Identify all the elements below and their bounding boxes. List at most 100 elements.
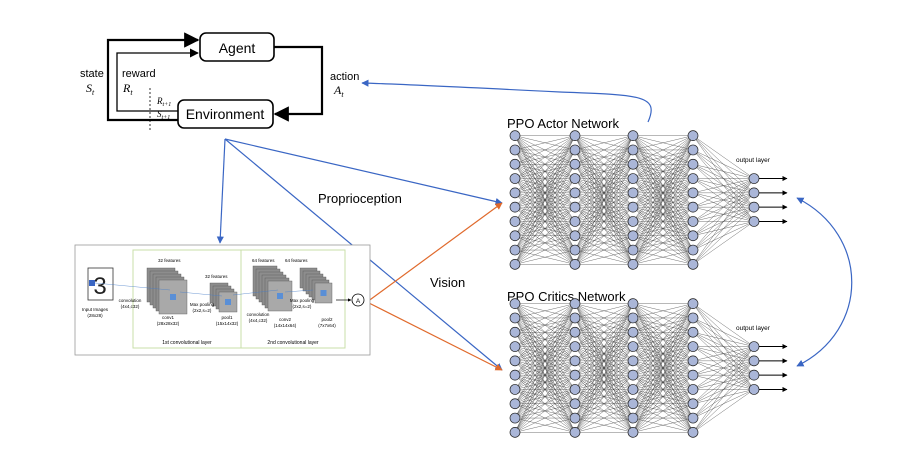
critic-node (627, 369, 639, 381)
critic-node (627, 412, 639, 424)
pool1-name-1: pool1 (221, 315, 233, 320)
reward-symbol: Rt (122, 81, 133, 97)
actor-edge (632, 235, 694, 265)
critic-output-node (748, 355, 760, 367)
critic-edge (574, 303, 634, 319)
critic-edge (514, 332, 576, 433)
critic-node (687, 312, 699, 324)
actor-output-node (748, 187, 760, 199)
critic-node (509, 298, 521, 309)
actor-to-action-arrow (361, 79, 652, 123)
critic-edge (514, 303, 576, 347)
actor-edge (514, 135, 576, 251)
cnn-output-label: A (356, 298, 361, 305)
actor-edge (632, 135, 694, 265)
actor-edge (632, 135, 694, 179)
critic-edge (514, 303, 576, 319)
critic-edge (514, 317, 576, 433)
actor-edge (692, 207, 755, 265)
actor-edge (632, 164, 694, 265)
actor-edge (514, 192, 576, 265)
critic-node (687, 384, 699, 395)
critic-node (687, 412, 699, 424)
actor-edge (574, 207, 634, 265)
input-digit: 3 (93, 273, 106, 300)
critic-edge (632, 303, 694, 419)
actor-edge (692, 178, 755, 222)
actor-edge (574, 135, 634, 179)
actor-node (627, 216, 639, 227)
actor-network: PPO Actor Network output layer (507, 116, 788, 270)
actor-node (627, 230, 639, 242)
critic-edge (632, 303, 694, 333)
actor-node (687, 158, 699, 170)
critic-network: PPO Critics Network output layer (507, 289, 788, 438)
critic-edge (514, 303, 576, 404)
actor-edge (514, 135, 576, 151)
feature-map-stacks (94, 265, 333, 315)
critic-node (509, 412, 521, 424)
actor-edge (514, 135, 576, 236)
critic-node (509, 326, 521, 338)
env-to-cnn-arrow (216, 138, 226, 244)
critic-node (509, 341, 521, 352)
rl-loop: Agent Environment state St reward Rt act… (80, 32, 359, 132)
critic-edge (574, 346, 634, 433)
critic-title: PPO Critics Network (507, 289, 626, 304)
conv-layer-2-region (240, 249, 346, 349)
critic-edge (692, 332, 755, 347)
critic-node (687, 341, 699, 352)
critic-edge (632, 403, 694, 433)
cnn-connection-line (232, 289, 279, 296)
actor-edge (632, 249, 694, 265)
critic-edge (514, 389, 576, 433)
critic-node (627, 312, 639, 324)
actor-edge (632, 135, 694, 165)
actor-node (627, 158, 639, 170)
critic-edge (574, 389, 634, 433)
layer2-caption: 2nd convolutional layer (267, 340, 318, 346)
conv2-op-1: convolution (247, 312, 270, 317)
actor-edge (632, 135, 694, 236)
actor-edge (514, 135, 576, 265)
actor-node (509, 201, 521, 213)
critic-edge (514, 303, 576, 361)
environment-label: Environment (186, 106, 265, 122)
actor-edge (692, 178, 755, 251)
critic-edge (514, 346, 576, 433)
critic-node (569, 412, 581, 424)
critic-edge (632, 332, 694, 433)
proprioception-to-actor-arrow (224, 138, 503, 206)
actor-node (627, 144, 639, 156)
critic-edge (574, 375, 634, 433)
critic-node (509, 369, 521, 381)
actor-node (687, 130, 699, 141)
actor-node (687, 187, 699, 199)
actor-edge (514, 178, 576, 265)
pool1-name-2: (15x14x32) (216, 321, 239, 326)
actor-node (687, 173, 699, 184)
actor-edge (692, 192, 755, 265)
actor-node (509, 187, 521, 199)
critic-edge (514, 303, 576, 376)
actor-node (569, 187, 581, 199)
input-label-2: (28x28) (87, 313, 103, 318)
actor-edge (574, 135, 634, 222)
critic-edge (574, 303, 634, 361)
critic-node (627, 355, 639, 367)
actor-node (569, 173, 581, 184)
critic-edge (514, 403, 576, 433)
actor-critic-link-arrow (796, 197, 853, 367)
critic-node (627, 326, 639, 338)
critic-node (687, 355, 699, 367)
critic-edge (574, 317, 634, 433)
pool2-features: 64 features (285, 258, 308, 263)
actor-node (569, 130, 581, 141)
pool2-name-2: (7x7x64) (318, 323, 336, 328)
actor-node (509, 173, 521, 184)
actor-node (627, 201, 639, 213)
vision-label: Vision (430, 275, 465, 290)
input-label-1: Input Images (82, 307, 109, 312)
actor-node (509, 144, 521, 156)
actor-nodes (509, 130, 760, 270)
